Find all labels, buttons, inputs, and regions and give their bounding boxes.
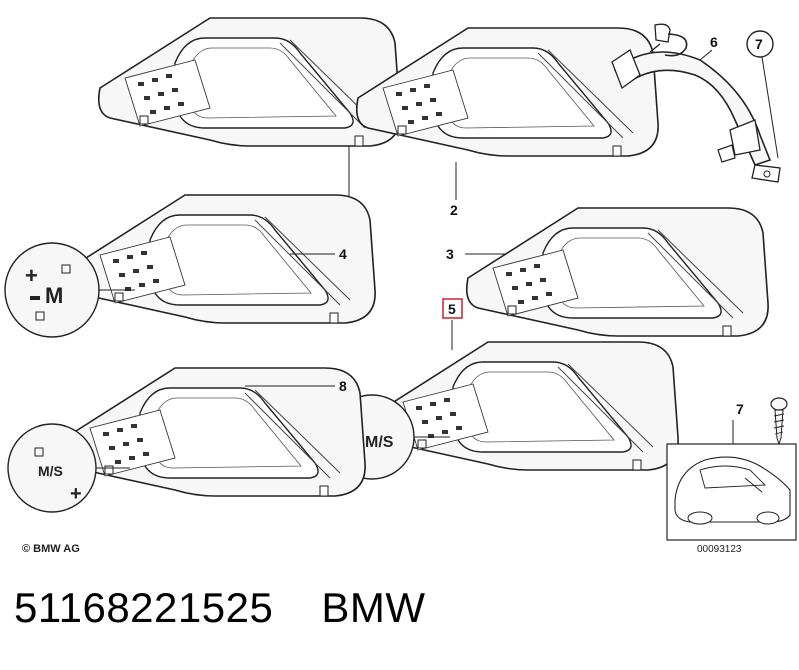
leader-line-7-top	[761, 56, 779, 159]
shift-bezel-part-5	[375, 341, 679, 471]
callout-4: 4	[339, 246, 347, 262]
callout-5: 5	[448, 301, 456, 317]
brand-label: BMW	[321, 584, 426, 631]
diagram-number: 00093123	[697, 544, 742, 555]
car-illustration	[674, 456, 791, 525]
magnifier-4: + M	[4, 242, 135, 338]
part-number: 51168221525	[14, 584, 274, 631]
leader-line-6	[699, 49, 713, 61]
callout-5-highlight-box	[442, 298, 463, 319]
callout-6: 6	[710, 34, 718, 50]
callout-7-inset: 7	[736, 401, 744, 417]
shift-bezel-part-3	[465, 207, 769, 337]
footer-caption: 51168221525 BMW	[14, 584, 425, 632]
callout-7-top: 7	[755, 36, 763, 52]
shift-bezel-part-4	[72, 194, 376, 324]
shift-bezel-part-8	[62, 367, 366, 497]
svg-text:M/S: M/S	[365, 434, 394, 451]
shift-bezel-part-2	[355, 27, 659, 157]
inset-panel: 7 00093123	[666, 397, 797, 555]
svg-text:M/S: M/S	[38, 463, 63, 479]
selector-lever-cable-part-6	[611, 23, 781, 183]
magnifier-8: M/S +	[7, 423, 130, 513]
shift-bezel-part-1	[97, 17, 401, 147]
svg-text:+: +	[70, 483, 82, 505]
callout-8: 8	[339, 378, 347, 394]
callout-2: 2	[450, 202, 458, 218]
callout-7-top-circle	[746, 30, 774, 58]
callout-3: 3	[446, 246, 454, 262]
svg-text:+: +	[25, 263, 38, 288]
svg-text:M: M	[45, 283, 63, 308]
copyright-label: © BMW AG	[22, 543, 80, 555]
screw-part-7	[770, 397, 788, 446]
